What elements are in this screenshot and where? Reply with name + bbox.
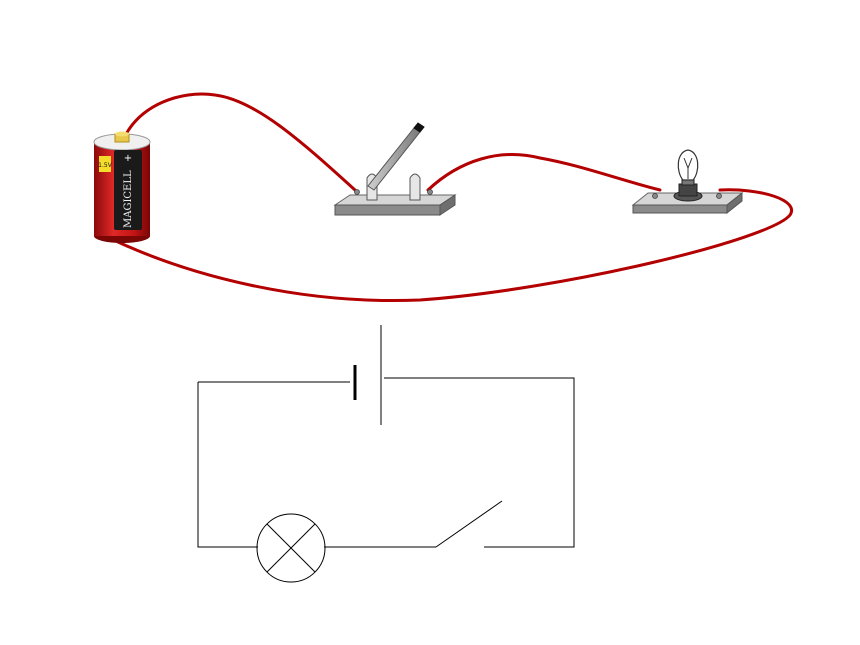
battery-polarity-mark: +: [124, 153, 132, 164]
wires: [116, 92, 793, 303]
wire-bulb-to-battery: [116, 188, 793, 303]
schematic-wire-top-left: [197, 382, 258, 548]
lamp-cross-icon: [256, 513, 326, 583]
schematic-wire-top-right: [384, 377, 575, 548]
battery-voltage-badge: 1.5V: [98, 162, 113, 169]
open-switch-icon: [435, 500, 503, 548]
wire-battery-to-switch: [122, 92, 357, 192]
knife-switch-icon: [333, 122, 457, 216]
light-bulb-icon: [631, 149, 744, 215]
cell-symbol-icon: [353, 325, 382, 425]
wire-switch-to-bulb: [426, 153, 662, 192]
battery-brand-label: MAGICELL: [123, 170, 134, 228]
schematic: [197, 325, 575, 583]
battery-icon: 1.5V + MAGICELL: [93, 131, 151, 243]
